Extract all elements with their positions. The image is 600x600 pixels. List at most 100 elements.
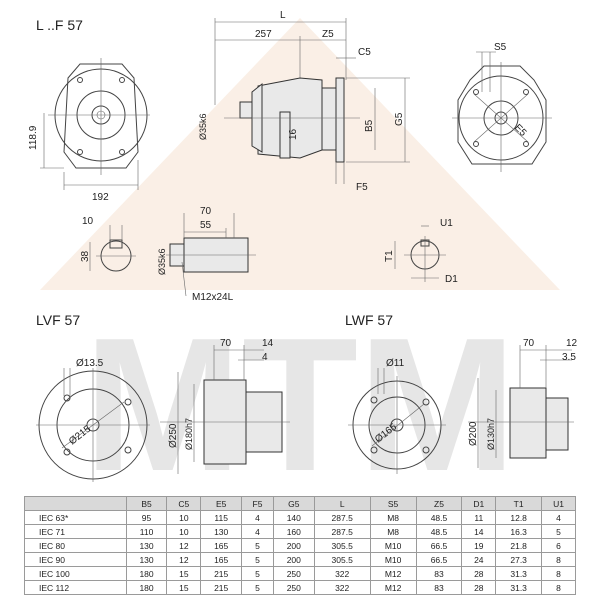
dim-E5: E5 [512, 122, 529, 139]
table-cell: 4 [241, 510, 274, 525]
table-row: IEC 71 110 10 130 4 160 287.5 M8 48.5 14… [24, 524, 576, 539]
table-cell: 110 [125, 524, 168, 539]
table-cell: 250 [272, 566, 315, 581]
table-header-cell: E5 [200, 496, 243, 511]
table-header-cell [24, 496, 127, 511]
table-cell: 5 [541, 524, 576, 539]
lvf-side-view [160, 345, 290, 474]
table-cell: 21.8 [495, 538, 543, 553]
dimension-table: B5 C5 E5 F5 G5 L S5 Z5 D1 T1 U1 IEC 63* … [24, 496, 576, 595]
table-cell: 16.3 [495, 524, 543, 539]
table-cell: 287.5 [313, 510, 371, 525]
lwf-hole-diameter: Ø11 [386, 358, 405, 369]
table-cell: 83 [415, 580, 463, 595]
table-cell: 5 [241, 552, 274, 567]
dim-38: 38 [80, 250, 91, 262]
table-cell: 27.3 [495, 552, 543, 567]
dim-70: 70 [200, 206, 212, 217]
table-cell: 287.5 [313, 524, 371, 539]
table-cell: 160 [272, 524, 315, 539]
table-cell: 215 [200, 580, 243, 595]
lwf-outer-diameter: Ø200 [468, 421, 479, 446]
lwf-dim-70: 70 [523, 338, 535, 349]
dim-16: 16 [288, 128, 299, 140]
table-cell: 200 [272, 552, 315, 567]
table-cell: 165 [200, 552, 243, 567]
svg-text:MTM: MTM [84, 299, 517, 488]
view-title-main: L ..F 57 [36, 17, 83, 33]
table-cell: M12 [369, 566, 417, 581]
view-title-lvf: LVF 57 [36, 312, 80, 328]
table-cell: 215 [200, 566, 243, 581]
table-cell: 19 [461, 538, 497, 553]
shaft-key-detail [89, 225, 136, 272]
lvf-spigot-diameter: Ø180h7 [184, 418, 194, 450]
table-cell: 24 [461, 552, 497, 567]
table-cell: 48.5 [415, 524, 463, 539]
table-cell: 8 [541, 580, 576, 595]
table-row: IEC 80 130 12 165 5 200 305.5 M10 66.5 1… [24, 538, 576, 553]
dim-192: 192 [92, 192, 109, 203]
table-cell: 95 [125, 510, 168, 525]
motor-shaft-detail [394, 225, 446, 282]
table-cell: 28 [461, 580, 497, 595]
dim-10: 10 [82, 216, 94, 227]
table-cell: 31.3 [495, 566, 543, 581]
dim-U1: U1 [440, 218, 453, 229]
view-title-lwf: LWF 57 [345, 312, 393, 328]
table-cell: 5 [241, 538, 274, 553]
table-cell: 14 [461, 524, 497, 539]
table-cell: 130 [125, 538, 168, 553]
dim-Z5: Z5 [322, 29, 334, 40]
table-header-cell: G5 [272, 496, 315, 511]
table-cell: 11 [461, 510, 497, 525]
table-cell: 28 [461, 566, 497, 581]
table-cell: 115 [200, 510, 243, 525]
table-cell: IEC 71 [24, 524, 127, 539]
dim-S5: S5 [494, 42, 507, 53]
dim-T1: T1 [384, 250, 395, 262]
gearbox-side-view [214, 18, 410, 184]
dim-118-9: 118.9 [28, 125, 39, 150]
table-row: IEC 90 130 12 165 5 200 305.5 M10 66.5 2… [24, 552, 576, 567]
lwf-dim-12: 12 [566, 338, 578, 349]
lwf-side-view [468, 345, 574, 468]
table-cell: IEC 100 [24, 566, 127, 581]
table-cell: M12 [369, 580, 417, 595]
end-view-left [40, 58, 150, 190]
table-header-row: B5 C5 E5 F5 G5 L S5 Z5 D1 T1 U1 [24, 496, 576, 511]
table-cell: 8 [541, 552, 576, 567]
table-cell: 6 [541, 538, 576, 553]
table-cell: 200 [272, 538, 315, 553]
table-cell: 66.5 [415, 552, 463, 567]
lwf-flange-view [348, 368, 446, 474]
dim-55: 55 [200, 220, 212, 231]
dim-G5: G5 [394, 112, 405, 126]
table-header-cell: F5 [241, 496, 274, 511]
flange-view-right [452, 51, 552, 172]
table-cell: 15 [166, 566, 202, 581]
table-header-cell: D1 [461, 496, 497, 511]
table-cell: IEC 90 [24, 552, 127, 567]
table-cell: 322 [313, 580, 371, 595]
table-cell: 10 [166, 510, 202, 525]
table-row: IEC 63* 95 10 115 4 140 287.5 M8 48.5 11… [24, 510, 576, 525]
lvf-flange-view [36, 368, 150, 482]
lwf-dim-3-5: 3.5 [562, 352, 576, 363]
table-cell: M10 [369, 552, 417, 567]
dim-shaft-diameter-2: Ø35k6 [157, 248, 167, 275]
table-cell: 10 [166, 524, 202, 539]
table-header-cell: Z5 [415, 496, 463, 511]
lvf-dim-4: 4 [262, 352, 268, 363]
dim-C5: C5 [358, 47, 371, 58]
table-cell: 66.5 [415, 538, 463, 553]
table-cell: 31.3 [495, 580, 543, 595]
lwf-spigot-diameter: Ø130h7 [486, 418, 496, 450]
table-cell: 305.5 [313, 552, 371, 567]
lvf-hole-diameter: Ø13.5 [76, 358, 104, 369]
lvf-dim-70: 70 [220, 338, 232, 349]
table-cell: 5 [241, 566, 274, 581]
table-cell: 130 [200, 524, 243, 539]
table-header-cell: B5 [125, 496, 168, 511]
table-cell: M10 [369, 538, 417, 553]
